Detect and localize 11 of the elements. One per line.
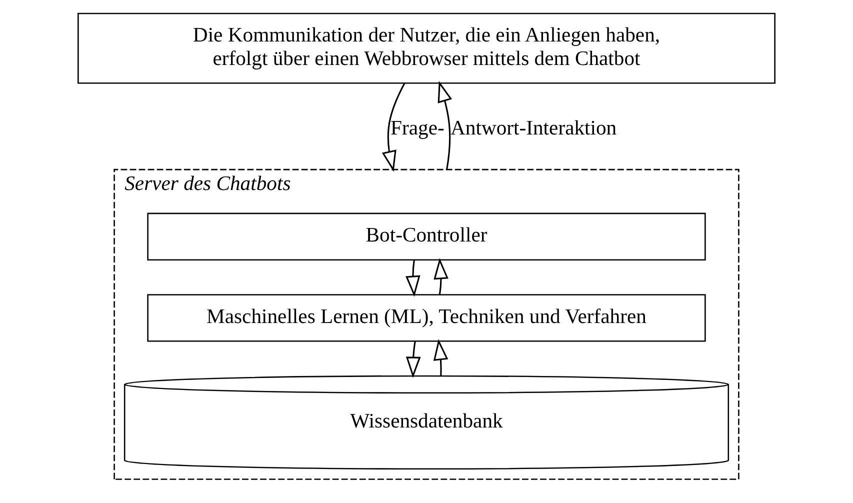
arrow bbox=[382, 83, 406, 172]
node-box: Bot-Controller bbox=[147, 212, 706, 261]
edge-label: Frage- bbox=[390, 117, 444, 140]
arrow bbox=[434, 258, 448, 295]
arrow bbox=[406, 341, 421, 378]
arrow bbox=[433, 339, 448, 376]
node-box: Die Kommunikation der Nutzer, die ein Anliegen haben, erfolgt über einen Webbrowser mittels dem Chatbot bbox=[78, 12, 776, 84]
arrow bbox=[406, 260, 420, 297]
node-box: Maschinelles Lernen (ML), Techniken und Verfahren bbox=[147, 294, 706, 342]
edge-label: Antwort-Interaktion bbox=[450, 117, 617, 140]
arrow bbox=[438, 80, 452, 170]
